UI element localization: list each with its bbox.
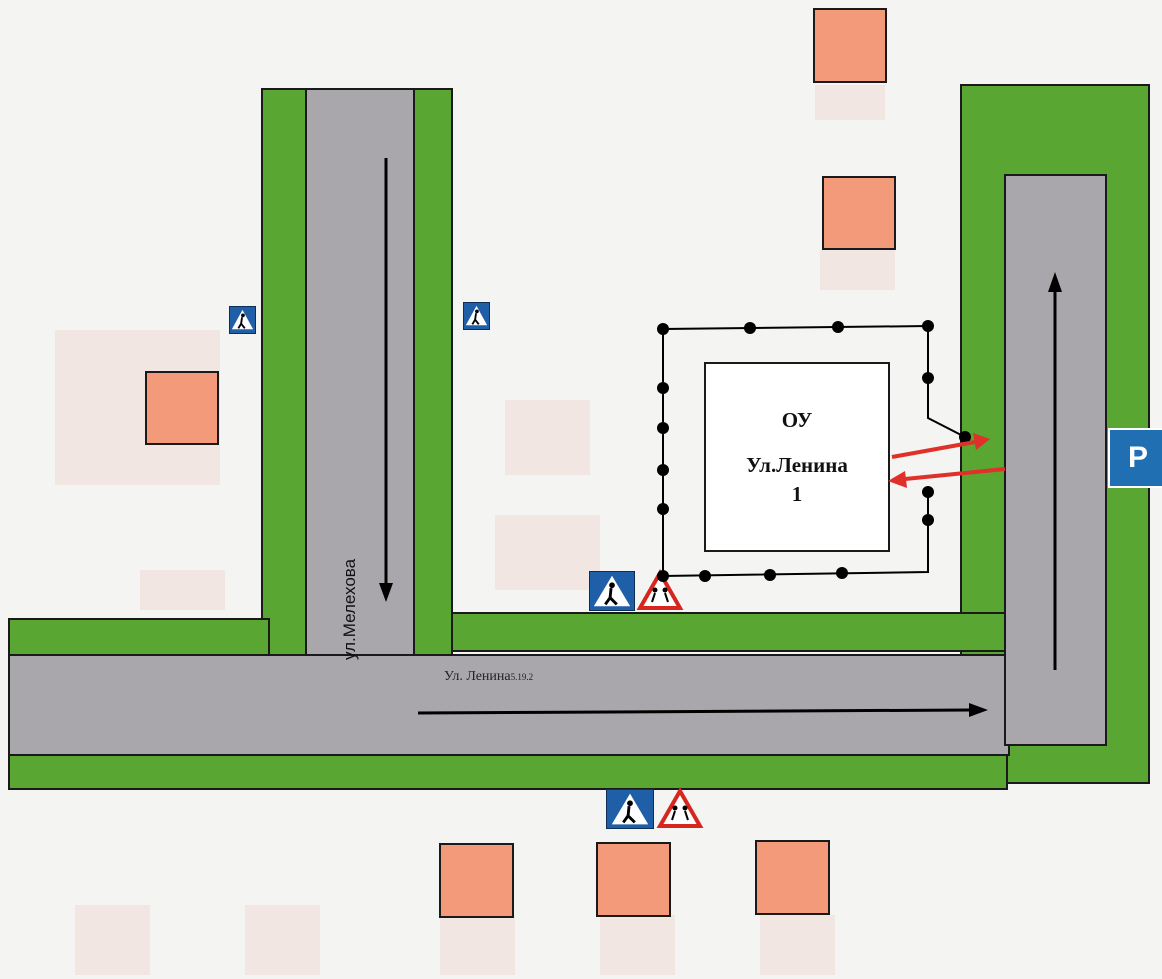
fence-post xyxy=(922,514,934,526)
direction-arrow-melekhova xyxy=(379,158,393,602)
background-building xyxy=(75,905,150,975)
fence-post xyxy=(657,382,669,394)
house xyxy=(439,843,514,918)
direction-arrow-lenina xyxy=(417,703,988,717)
pedestrian-crossing-sign xyxy=(463,302,490,330)
background-building xyxy=(600,915,675,975)
fence-post xyxy=(657,323,669,335)
children-warning-sign xyxy=(656,786,704,828)
green-strip xyxy=(451,612,1009,652)
sign-code: 5.19.2 xyxy=(510,672,534,682)
fence-post xyxy=(836,567,848,579)
fence-post xyxy=(657,422,669,434)
pedestrian-crossing-sign xyxy=(606,789,654,829)
fence-post xyxy=(699,570,711,582)
school-building: ОУ Ул.Ленина 1 xyxy=(704,362,890,552)
fence-post xyxy=(959,431,971,443)
children-warning-sign xyxy=(636,568,684,610)
road-lenina xyxy=(8,654,1010,756)
background-building xyxy=(440,915,515,975)
fence-post xyxy=(922,320,934,332)
background-building xyxy=(505,400,590,475)
fence-post xyxy=(832,321,844,333)
fence-post xyxy=(657,503,669,515)
house xyxy=(596,842,671,917)
background-building xyxy=(820,250,895,290)
green-strip xyxy=(8,752,1008,790)
background-building xyxy=(245,905,320,975)
pedestrian-crossing-sign xyxy=(229,306,256,334)
fence-post xyxy=(922,486,934,498)
road-junction xyxy=(1006,654,1014,744)
house xyxy=(145,371,219,445)
road-melekhova xyxy=(305,88,415,658)
fence-post xyxy=(764,569,776,581)
house xyxy=(822,176,896,250)
pedestrian-crossing-sign xyxy=(589,571,635,611)
route-arrow-out xyxy=(891,433,990,459)
parking-sign: P xyxy=(1108,428,1162,488)
house xyxy=(755,840,830,915)
fence-post xyxy=(657,464,669,476)
background-building xyxy=(140,570,225,610)
background-building xyxy=(815,85,885,120)
fence-post xyxy=(922,372,934,384)
route-arrow-in xyxy=(888,467,1006,488)
fence-posts xyxy=(657,320,971,582)
green-strip xyxy=(8,618,270,660)
school-type-label: ОУ xyxy=(781,407,813,432)
fence-post xyxy=(744,322,756,334)
school-address-label: Ул.Ленина xyxy=(746,452,848,477)
street-name: Ул. Ленина xyxy=(444,669,511,684)
green-strip xyxy=(413,88,453,656)
background-building xyxy=(495,515,600,590)
direction-arrow-right-road xyxy=(1048,272,1062,670)
house xyxy=(813,8,887,83)
background-building xyxy=(760,915,835,975)
street-label-lenina: Ул. Ленина5.19.2 xyxy=(444,669,533,685)
school-number-label: 1 xyxy=(791,481,803,506)
fence-post xyxy=(657,570,669,582)
